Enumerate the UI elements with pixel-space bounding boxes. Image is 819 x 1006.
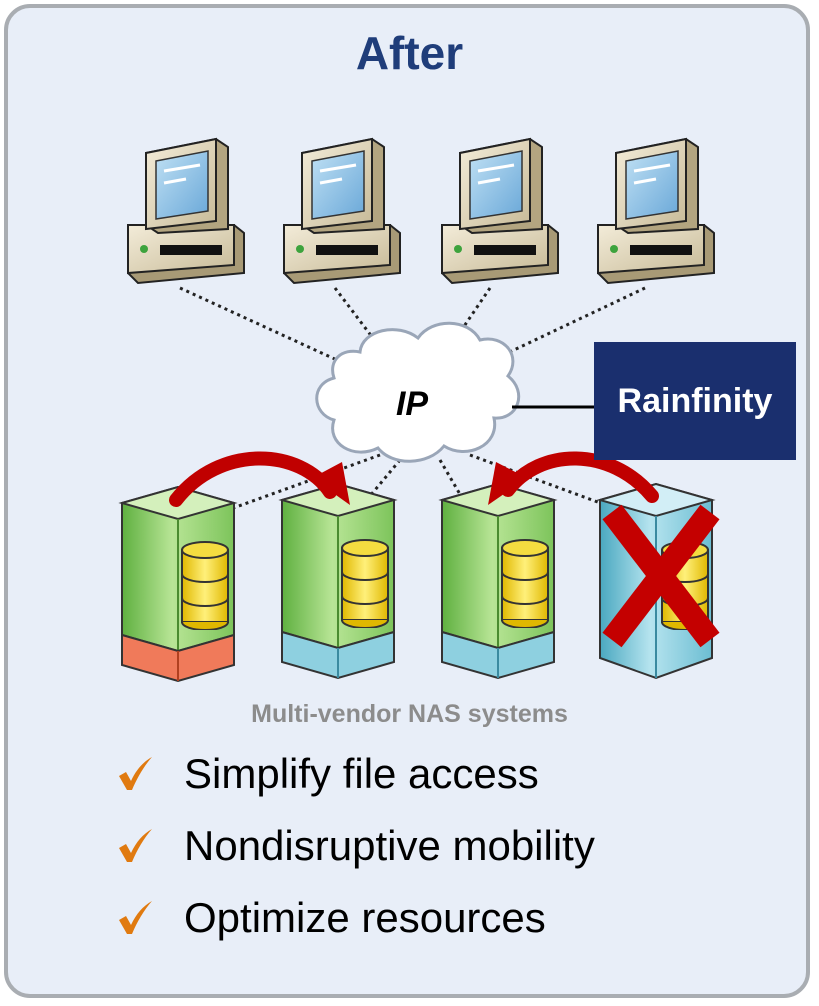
database-icon — [181, 541, 229, 630]
benefit-text: Nondisruptive mobility — [184, 822, 595, 869]
list-item: Simplify file access — [116, 738, 595, 810]
benefits-list: Simplify file access Nondisruptive mobil… — [116, 738, 595, 954]
cloud-icon — [315, 321, 521, 463]
benefit-text: Simplify file access — [184, 750, 539, 797]
desktop-computer-icon — [440, 137, 560, 285]
benefit-text: Optimize resources — [184, 894, 546, 941]
checkmark-icon — [119, 829, 152, 862]
migration-arrows — [169, 451, 659, 507]
network-label: IP — [395, 385, 429, 423]
database-icon — [501, 539, 549, 628]
panel-title: After — [355, 27, 464, 79]
desktop-computer-icon — [596, 137, 716, 285]
list-item: Nondisruptive mobility — [116, 810, 595, 882]
database-icon — [341, 539, 389, 628]
checkmark-icon — [119, 757, 152, 790]
red-x-icon — [602, 504, 720, 648]
checkmark-icon — [119, 901, 152, 934]
controller-box: Rainfinity — [594, 342, 796, 460]
desktop-computer-icon — [126, 137, 246, 285]
controller-label: Rainfinity — [617, 381, 773, 420]
desktop-computer-icon — [282, 137, 402, 285]
storage-caption: Multi-vendor NAS systems — [251, 700, 568, 728]
list-item: Optimize resources — [116, 882, 595, 954]
